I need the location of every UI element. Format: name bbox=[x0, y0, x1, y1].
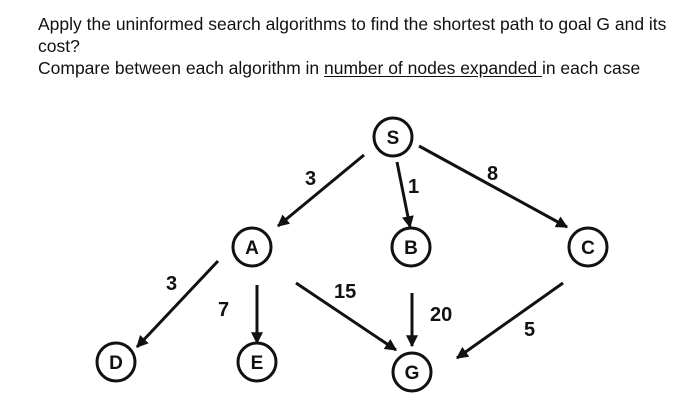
edge-s-c bbox=[418, 144, 569, 229]
edge-weight-s-b: 1 bbox=[408, 176, 419, 198]
edge-a-g bbox=[295, 281, 397, 352]
node-d: D bbox=[95, 341, 137, 383]
node-b: B bbox=[390, 226, 432, 268]
question-line-2-prefix: Compare between each algorithm in bbox=[38, 58, 324, 78]
node-e-label: E bbox=[251, 353, 264, 374]
edge-weight-b-g: 20 bbox=[430, 304, 452, 326]
edge-weight-s-a: 3 bbox=[305, 168, 316, 190]
edge-a-d bbox=[135, 259, 220, 349]
node-c: C bbox=[567, 226, 609, 268]
edge-weight-s-c: 8 bbox=[487, 163, 498, 185]
node-c-label: C bbox=[581, 238, 595, 259]
edge-weight-c-g: 5 bbox=[524, 319, 535, 341]
node-d-label: D bbox=[109, 353, 123, 374]
question-line-2-suffix: in each case bbox=[541, 58, 641, 78]
edge-s-a bbox=[277, 153, 365, 228]
edge-weight-a-e: 7 bbox=[218, 299, 229, 321]
node-e: E bbox=[236, 341, 278, 383]
node-s: S bbox=[372, 116, 414, 158]
node-g: G bbox=[391, 351, 433, 393]
edge-s-b bbox=[395, 161, 414, 229]
question-text: Apply the uninformed search algorithms t… bbox=[38, 13, 688, 79]
node-b-label: B bbox=[404, 238, 418, 259]
edge-weight-a-d: 3 bbox=[166, 273, 177, 295]
nodes-layer: S A B C D E G bbox=[95, 116, 609, 393]
node-a: A bbox=[231, 226, 273, 268]
question-line-2: Compare between each algorithm in number… bbox=[38, 57, 688, 79]
edge-weight-a-g: 15 bbox=[334, 281, 356, 303]
question-line-2-underlined: number of nodes expanded bbox=[324, 58, 542, 78]
node-a-label: A bbox=[245, 238, 259, 259]
node-g-label: G bbox=[405, 363, 420, 384]
edge-weights-layer: 3 1 8 3 7 15 20 5 bbox=[166, 163, 535, 341]
edges-layer bbox=[135, 144, 569, 360]
node-s-label: S bbox=[387, 128, 400, 149]
question-line-1: Apply the uninformed search algorithms t… bbox=[38, 14, 667, 56]
edge-c-g bbox=[456, 281, 564, 360]
